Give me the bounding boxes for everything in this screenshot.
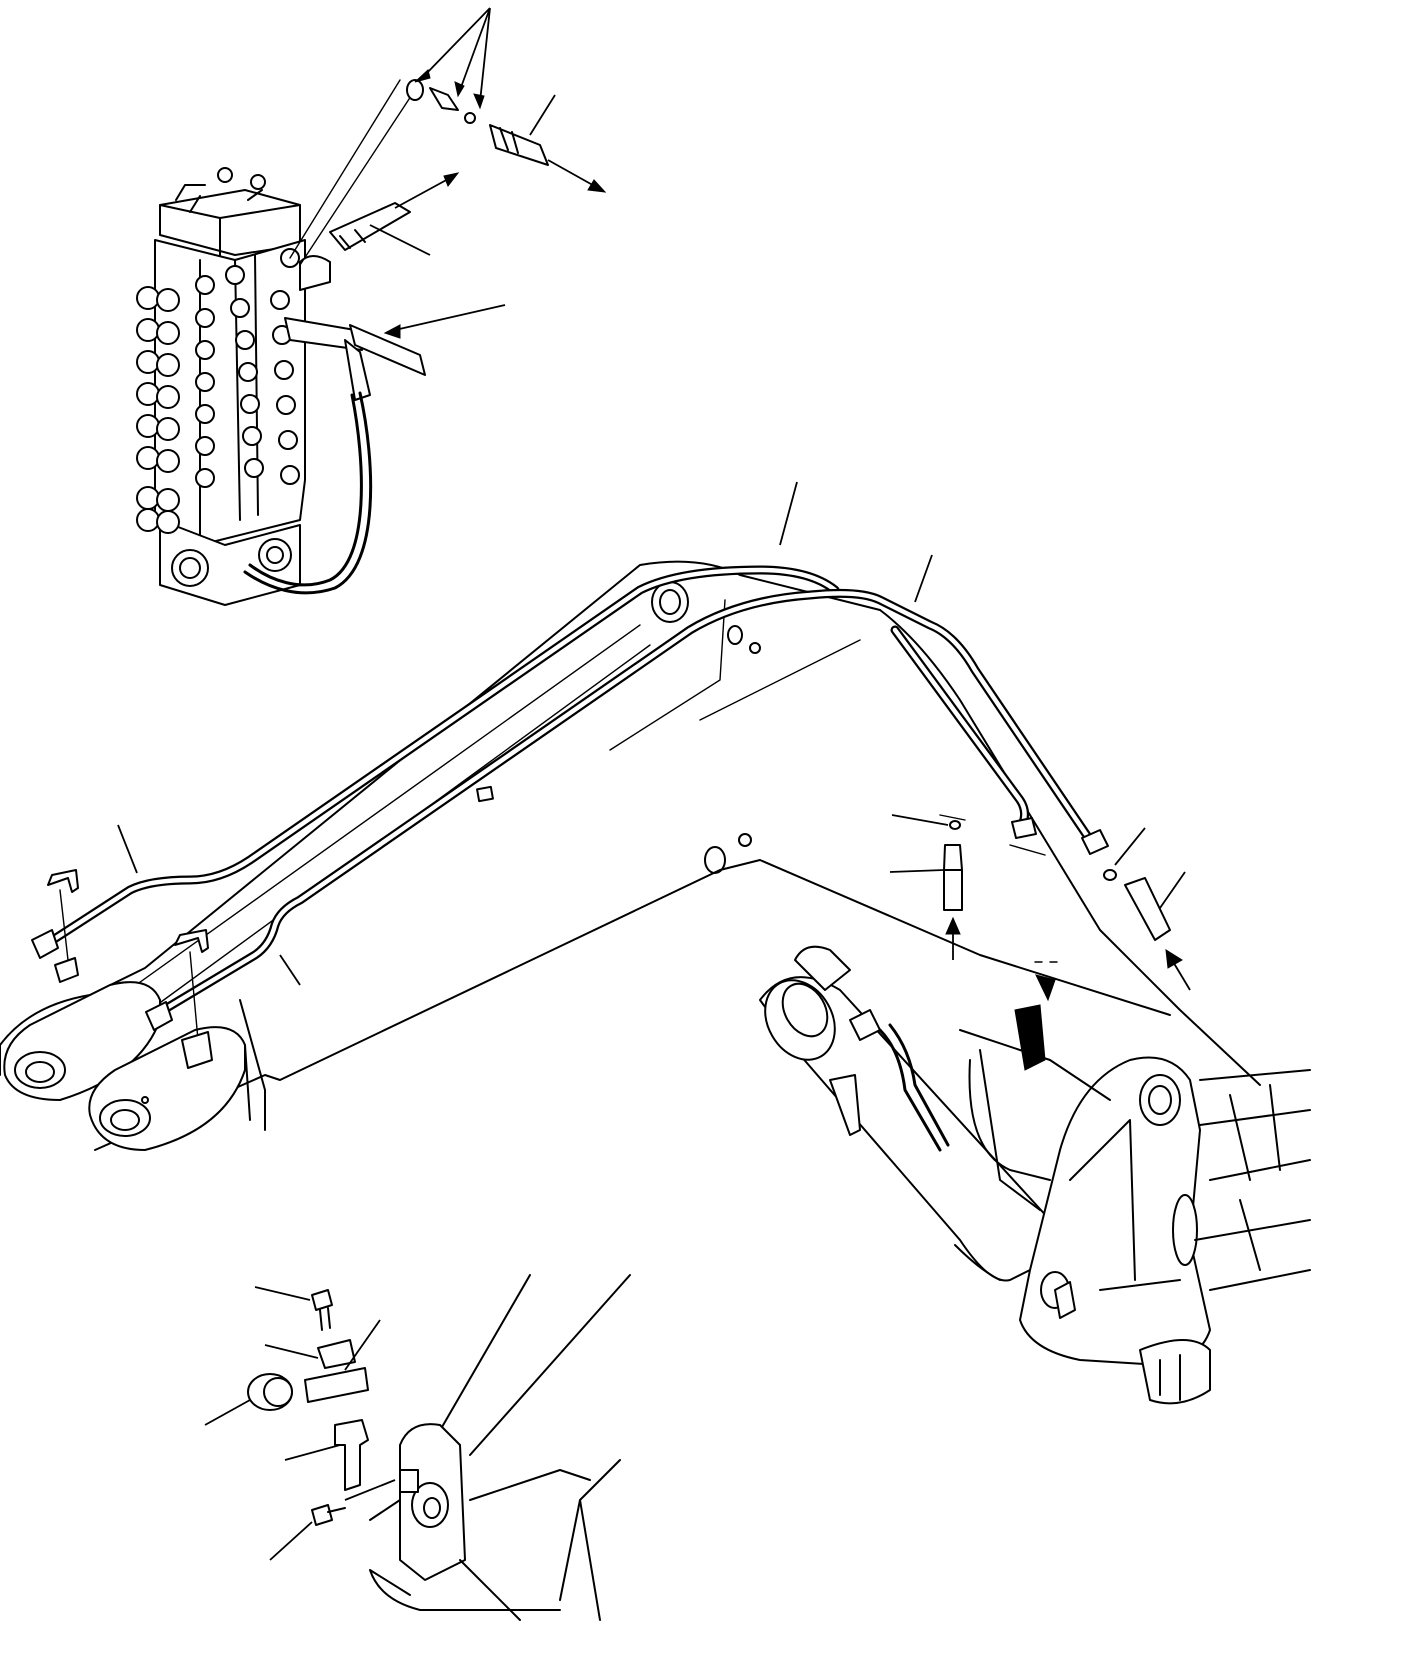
position-marker <box>1014 961 1058 1071</box>
pipe-clamp-right <box>174 929 213 1069</box>
swing-bracket <box>959 1029 1311 1405</box>
fitting-detail-right <box>1103 827 1191 991</box>
fitting-detail-center <box>889 814 963 960</box>
boom-pipe-left <box>31 565 840 959</box>
valve-pipe-out <box>349 304 506 376</box>
quick-coupler-mid <box>329 172 460 256</box>
boom-pipe-short <box>890 625 1037 839</box>
spool-caps-left <box>136 286 180 534</box>
boom-pipe-right <box>145 588 1109 1031</box>
boom-cylinder <box>759 945 1054 1282</box>
port-fittings <box>195 167 300 488</box>
control-valve <box>136 79 416 606</box>
boom <box>0 560 1261 1151</box>
pipe-clamp-left <box>47 869 79 983</box>
exploded-fittings-top <box>406 7 607 193</box>
callout-leaders <box>117 481 933 986</box>
bracket-detail <box>204 1274 631 1621</box>
quick-coupler-top <box>489 124 549 166</box>
